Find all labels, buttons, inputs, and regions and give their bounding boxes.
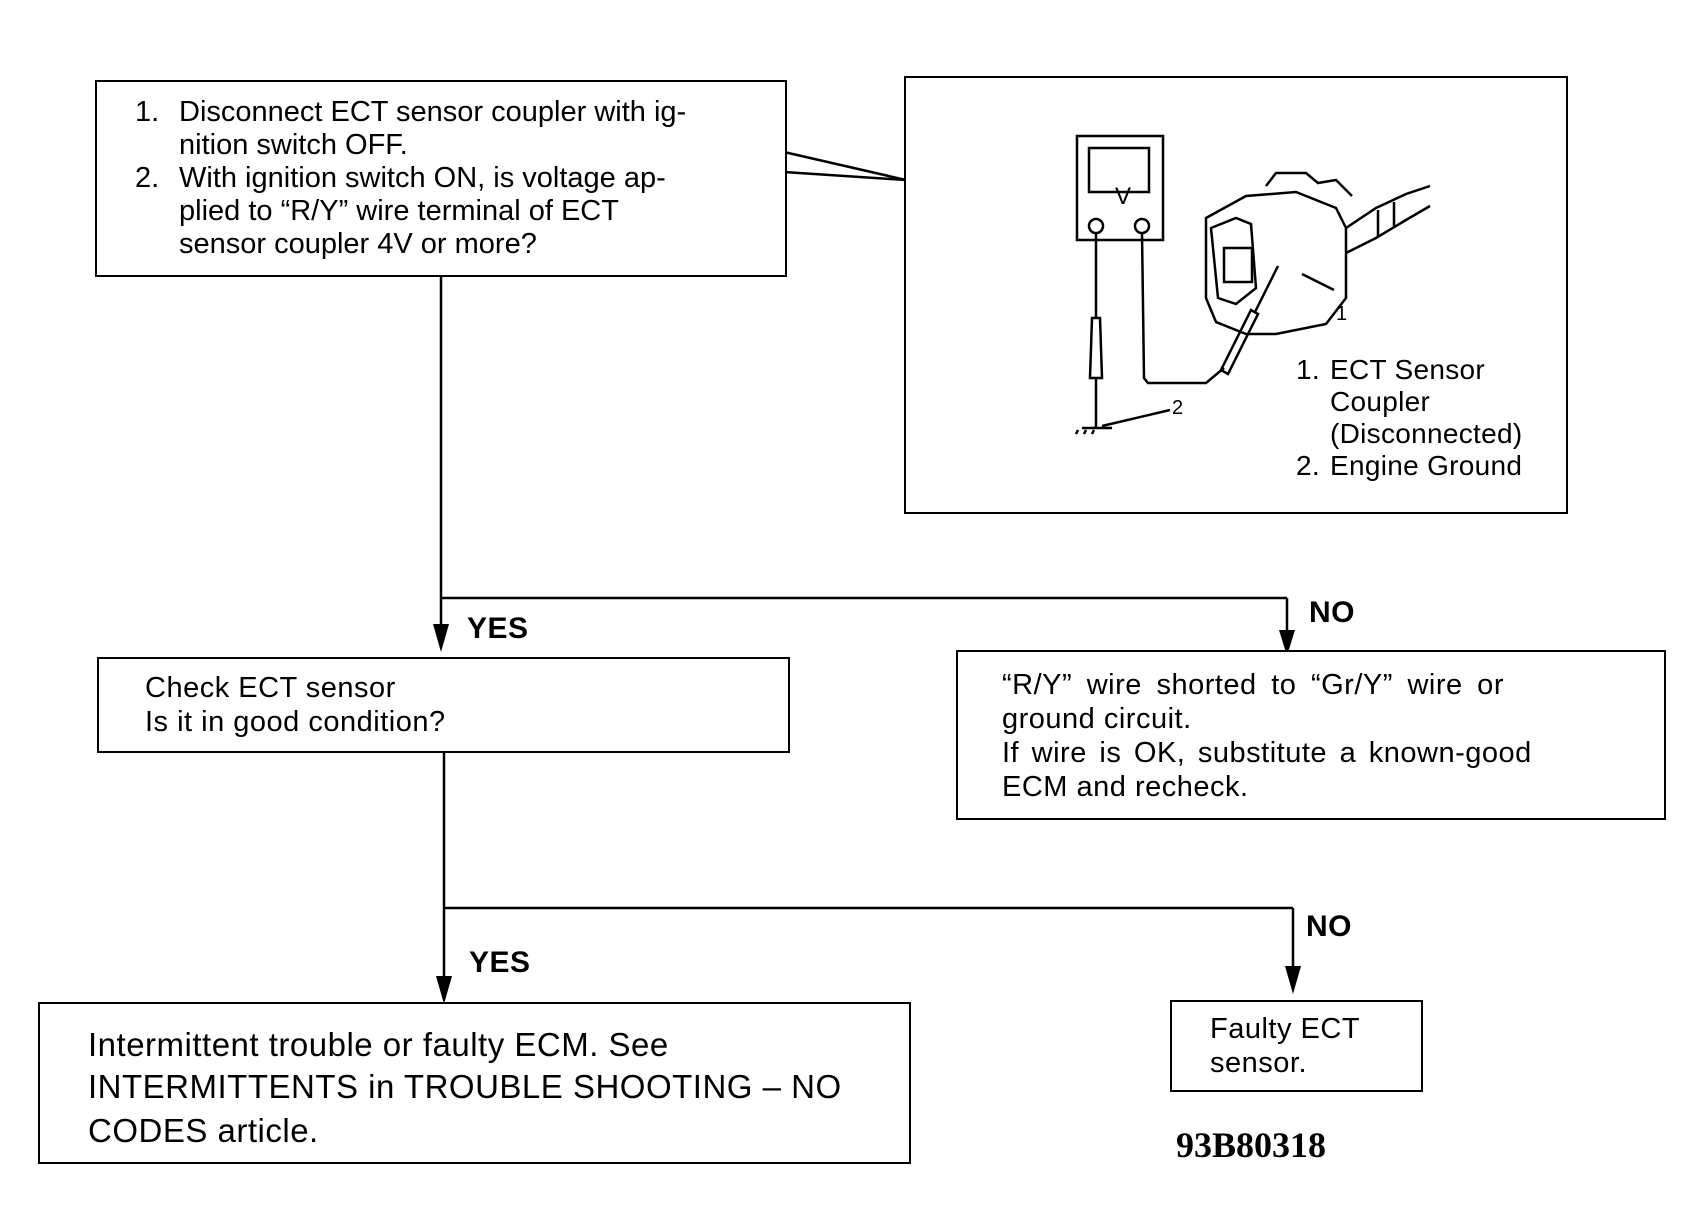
legend-item-1-line2: Coupler xyxy=(1330,386,1431,417)
callout-1-label: 1 xyxy=(1336,303,1347,325)
yes-label-1: YES xyxy=(467,612,529,645)
voltmeter-diagram: V 1 2 xyxy=(1074,134,1431,435)
ry-shorted-box: “R/Y” wire shorted to “Gr/Y” wire or gro… xyxy=(956,650,1666,820)
plus-lead xyxy=(1140,232,1225,385)
step1-item-2-line1: With ignition switch ON, is voltage ap- xyxy=(179,162,666,194)
intermittent-line3: CODES article. xyxy=(88,1112,319,1149)
step1-item-2-line3: sensor coupler 4V or more? xyxy=(179,228,537,260)
legend-item-2-line1: Engine Ground xyxy=(1330,450,1523,481)
figure-code: 93B80318 xyxy=(1176,1125,1327,1165)
legend-item-2-number: 2. xyxy=(1296,450,1320,481)
legend-item-1-line1: ECT Sensor xyxy=(1330,354,1485,385)
probe-tip xyxy=(1219,308,1260,376)
callout-2-label: 2 xyxy=(1172,397,1183,419)
check-sensor-box: Check ECT sensor Is it in good condition… xyxy=(97,657,790,753)
step1-item-1-number: 1. xyxy=(135,96,160,128)
legend-item-1: 1. ECT Sensor Coupler (Disconnected) xyxy=(1296,354,1523,450)
step1-item-2: 2. With ignition switch ON, is voltage a… xyxy=(135,162,686,261)
faulty-sensor-line2: sensor. xyxy=(1210,1047,1307,1079)
minus-terminal xyxy=(1087,217,1105,235)
plus-terminal xyxy=(1133,217,1151,235)
arrow-yes1 xyxy=(433,624,449,652)
faulty-sensor-box: Faulty ECT sensor. xyxy=(1170,1000,1423,1092)
step1-item-1-line1: Disconnect ECT sensor coupler with ig- xyxy=(179,96,687,128)
step1-box: 1. Disconnect ECT sensor coupler with ig… xyxy=(95,80,787,277)
intermittent-line1: Intermittent trouble or faulty ECM. See xyxy=(88,1026,669,1063)
voltmeter-label: V xyxy=(1115,183,1131,210)
no-label-2: NO xyxy=(1306,910,1352,943)
illustration-legend: 1. ECT Sensor Coupler (Disconnected) 2. … xyxy=(1296,354,1523,482)
step1-list: 1. Disconnect ECT sensor coupler with ig… xyxy=(135,96,686,261)
faulty-sensor-line1: Faulty ECT xyxy=(1210,1013,1361,1045)
step1-item-1-line2: nition switch OFF. xyxy=(179,129,408,161)
ry-shorted-line4: ECM and recheck. xyxy=(1002,771,1249,803)
voltmeter-body xyxy=(1075,134,1165,242)
ry-shorted-line3: If wire is OK, substitute a known-good xyxy=(1002,737,1532,769)
voltmeter-display xyxy=(1087,146,1151,194)
legend-item-1-line3: (Disconnected) xyxy=(1330,418,1523,449)
arrow-yes2 xyxy=(436,976,452,1004)
coupler-body xyxy=(1204,190,1348,336)
step1-item-2-line2: plied to “R/Y” wire terminal of ECT xyxy=(179,195,619,227)
no-label-1: NO xyxy=(1309,596,1355,629)
check-sensor-line1: Check ECT sensor xyxy=(145,672,396,704)
arrow-no1 xyxy=(1279,630,1295,656)
minus-lead xyxy=(1088,233,1104,428)
intermittent-line2: INTERMITTENTS in TROUBLE SHOOTING – NO xyxy=(88,1068,842,1105)
arrow-no2 xyxy=(1285,966,1301,994)
step1-item-2-number: 2. xyxy=(135,162,160,194)
illustration-box: V 1 2 1. ECT Sensor Coupler (Disconnecte… xyxy=(904,76,1568,514)
ry-shorted-line2: ground circuit. xyxy=(1002,703,1192,735)
intermittent-box: Intermittent trouble or faulty ECM. See … xyxy=(38,1002,911,1164)
check-sensor-line2: Is it in good condition? xyxy=(145,706,446,738)
legend-item-2: 2. Engine Ground xyxy=(1296,450,1523,482)
step1-item-1: 1. Disconnect ECT sensor coupler with ig… xyxy=(135,96,686,162)
ry-shorted-line1: “R/Y” wire shorted to “Gr/Y” wire or xyxy=(1002,669,1504,701)
yes-label-2: YES xyxy=(469,946,531,979)
legend-item-1-number: 1. xyxy=(1296,354,1320,385)
ground-symbol xyxy=(1074,426,1112,435)
